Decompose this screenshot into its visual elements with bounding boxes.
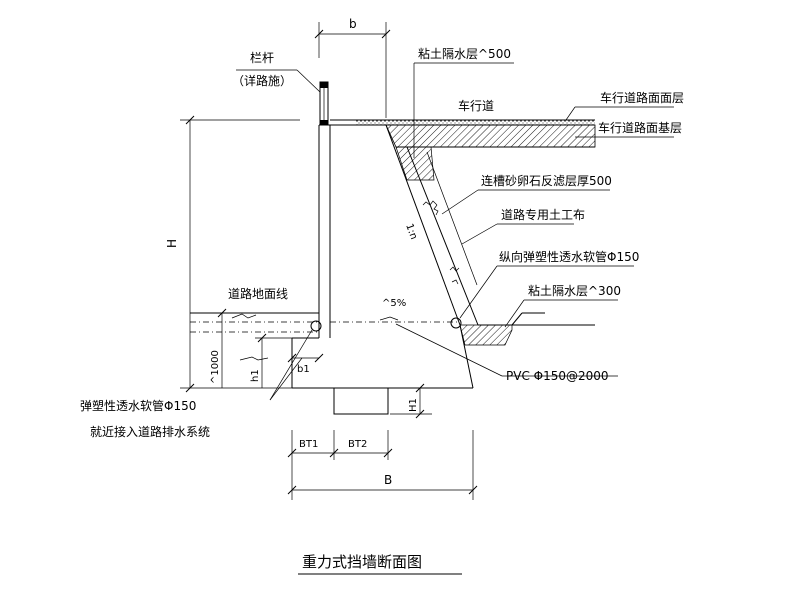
leader-lines	[236, 62, 674, 401]
pvc-label: PVC Φ150@2000	[506, 369, 609, 383]
geotextile-label: 道路专用土工布	[501, 207, 585, 222]
road-structure	[330, 119, 596, 148]
shear-key	[333, 387, 389, 415]
clay-top-label: 粘土隔水层^500	[418, 46, 511, 61]
dim-H1: H1	[408, 398, 419, 412]
long-drain-label: 纵向弹塑性透水软管Φ150	[499, 249, 639, 264]
dimensions	[180, 22, 478, 500]
roadway-label: 车行道	[458, 98, 494, 113]
front-ground	[190, 312, 460, 361]
back-drain-pipe	[450, 317, 462, 329]
drawing-title: 重力式挡墙断面图	[302, 553, 422, 571]
railing-label: 栏杆	[250, 50, 274, 65]
slope-label: ^5%	[382, 298, 406, 309]
clay-top-layer	[395, 146, 435, 181]
dim-1000: ^1000	[210, 350, 221, 384]
front-drain-pipe	[310, 320, 322, 332]
dim-h1: h1	[250, 369, 261, 382]
dim-H: H	[165, 239, 179, 248]
side-drain-label: 弹塑性透水软管Φ150	[80, 398, 196, 413]
railing-note: （详路施）	[232, 73, 292, 88]
side-drain-note: 就近接入道路排水系统	[90, 424, 210, 439]
ground-line-label: 道路地面线	[228, 286, 288, 301]
dim-BT1: BT1	[299, 439, 318, 450]
dim-b: b	[349, 17, 357, 31]
filter-layer	[406, 146, 479, 326]
surface-layer-label: 车行道路面面层	[600, 90, 684, 105]
base-layer-label: 车行道路面基层	[598, 120, 682, 135]
dim-b1: b1	[297, 364, 310, 375]
clay-bottom-layer	[459, 324, 513, 346]
railing	[319, 81, 329, 126]
clay-bottom-label: 粘土隔水层^300	[528, 283, 621, 298]
dim-BT2: BT2	[348, 439, 367, 450]
slope-ratio-label: 1:n	[403, 222, 419, 241]
dim-B: B	[384, 473, 392, 487]
filter-layer-label: 连槽砂卵石反滤层厚500	[481, 173, 612, 188]
